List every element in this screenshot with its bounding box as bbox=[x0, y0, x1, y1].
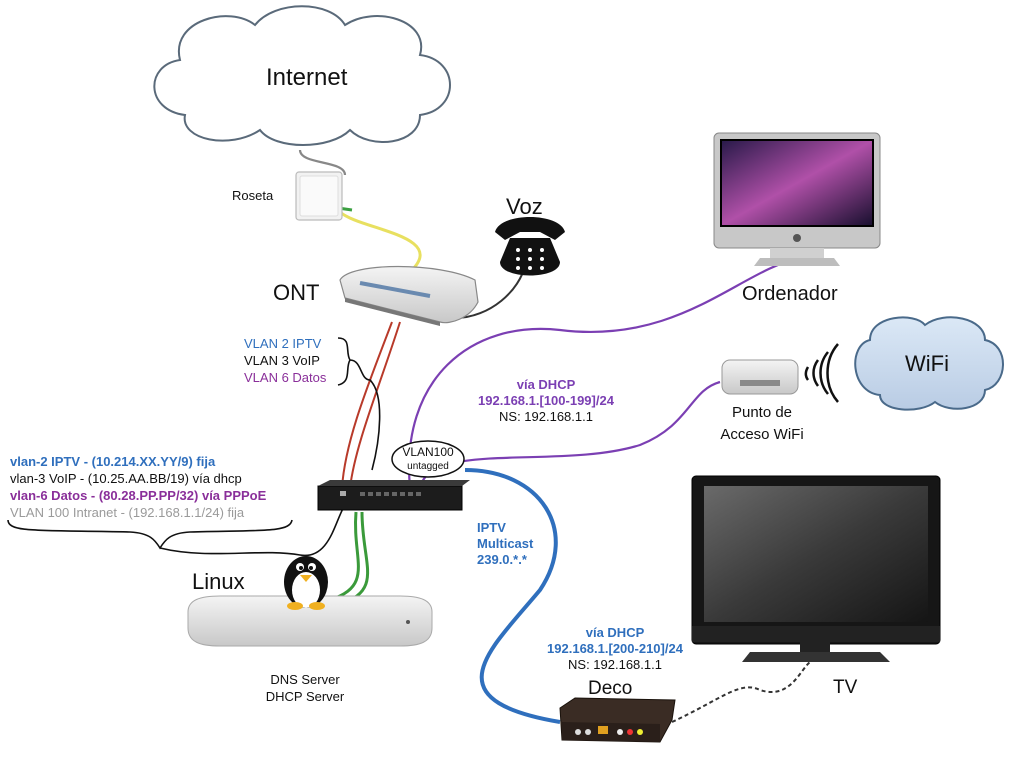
dhcp-deco-ns: NS: 192.168.1.1 bbox=[568, 657, 662, 672]
ordenador-label: Ordenador bbox=[742, 283, 838, 305]
set-top-box-icon bbox=[559, 697, 676, 743]
ont-vlan-brace bbox=[337, 337, 381, 471]
linux-vlan-6: vlan-6 Datos - (80.28.PP.PP/32) vía PPPo… bbox=[10, 488, 267, 503]
linux-label: Linux bbox=[192, 569, 245, 594]
linux-vlan-100: VLAN 100 Intranet - (192.168.1.1/24) fij… bbox=[10, 505, 245, 520]
deco-label: Deco bbox=[588, 678, 633, 699]
cable-switch-linux-1 bbox=[329, 511, 360, 602]
tv-icon bbox=[691, 475, 941, 662]
ont-label: ONT bbox=[273, 280, 320, 305]
ap-label-line2: Acceso WiFi bbox=[720, 426, 804, 443]
imac-icon bbox=[713, 132, 881, 266]
tux-icon bbox=[284, 556, 328, 610]
iptv-line3: 239.0.*.* bbox=[477, 552, 527, 567]
wifi-cloud-icon bbox=[854, 316, 1004, 411]
linux-vlan-brace bbox=[7, 519, 293, 550]
dhcp-lan-ns: NS: 192.168.1.1 bbox=[499, 409, 593, 424]
airport-icon bbox=[721, 359, 799, 395]
ont-vlan-3: VLAN 3 VoIP bbox=[244, 353, 320, 368]
iptv-line2: Multicast bbox=[477, 536, 534, 551]
voz-label: Voz bbox=[506, 194, 543, 219]
wifi-label: WiFi bbox=[905, 351, 949, 376]
cable-switch-linux-2 bbox=[337, 511, 370, 607]
cable-ont-switch-2 bbox=[349, 321, 401, 489]
ont-router-icon bbox=[339, 265, 479, 326]
ap-label-line1: Punto de bbox=[731, 404, 793, 421]
internet-label: Internet bbox=[266, 64, 348, 91]
dhcp-deco-title: vía DHCP bbox=[585, 625, 645, 640]
mac-mini-icon bbox=[187, 595, 433, 647]
dhcp-lan-range: 192.168.1.[100-199]/24 bbox=[478, 393, 614, 408]
cable-internet-roseta bbox=[298, 149, 347, 176]
cable-deco-tv bbox=[671, 661, 811, 723]
dhcp-lan-title: vía DHCP bbox=[516, 377, 576, 392]
linux-role-dhcp: DHCP Server bbox=[265, 689, 345, 704]
wifi-waves-icon bbox=[804, 343, 839, 403]
iptv-line1: IPTV bbox=[477, 520, 506, 535]
vlan100-label: VLAN100 bbox=[402, 445, 454, 459]
linux-vlan-3: vlan-3 VoIP - (10.25.AA.BB/19) vía dhcp bbox=[10, 471, 242, 486]
cable-switch-deco bbox=[464, 468, 561, 724]
cable-switch-pc bbox=[407, 256, 801, 489]
roseta-box-icon bbox=[295, 171, 343, 221]
ont-vlan-2: VLAN 2 IPTV bbox=[244, 336, 322, 351]
tv-label: TV bbox=[833, 677, 858, 698]
telephone-icon bbox=[495, 217, 565, 276]
vlan100-bubble bbox=[391, 440, 465, 478]
switch-icon bbox=[317, 480, 470, 511]
vlan100-untagged: untagged bbox=[407, 461, 449, 472]
roseta-label: Roseta bbox=[232, 188, 274, 203]
linux-role-dns: DNS Server bbox=[270, 672, 340, 687]
linux-vlan-2: vlan-2 IPTV - (10.214.XX.YY/9) fija bbox=[10, 454, 216, 469]
cable-ont-switch-1 bbox=[341, 321, 393, 489]
cable-fiber bbox=[338, 210, 422, 274]
ont-vlan-6: VLAN 6 Datos bbox=[244, 370, 327, 385]
dhcp-deco-range: 192.168.1.[200-210]/24 bbox=[547, 641, 683, 656]
cloud-icon bbox=[153, 5, 451, 146]
